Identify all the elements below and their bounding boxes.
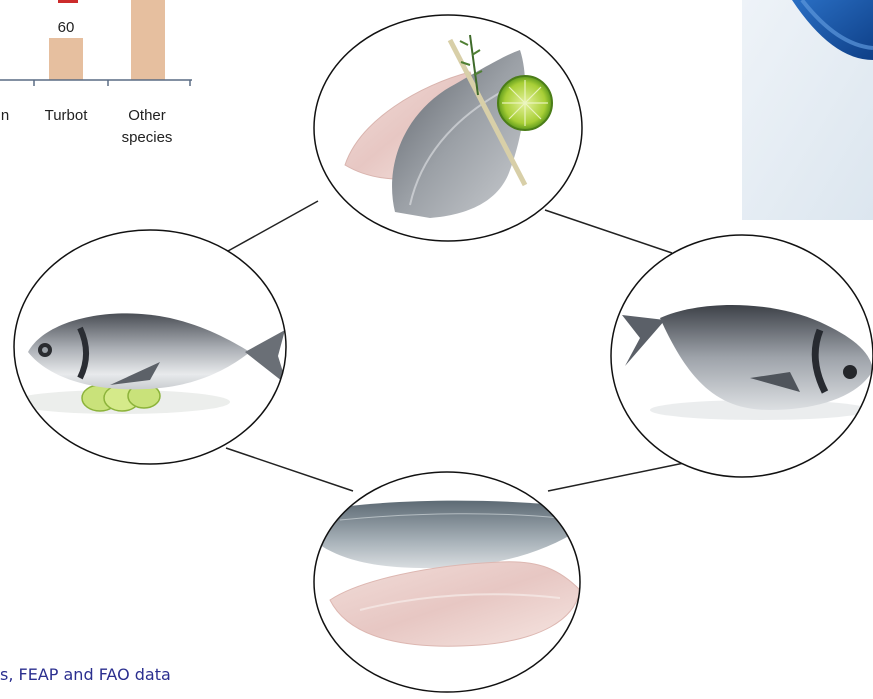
- node-bottom-bass-fillets: [314, 472, 590, 692]
- connector-top-right: [545, 210, 672, 253]
- connector-left-bottom: [226, 448, 353, 491]
- node-right-whole-bream: [611, 235, 873, 477]
- node-left-whole-bream-with-lime: [10, 230, 287, 464]
- source-note: s, FEAP and FAO data: [0, 665, 171, 684]
- connector-top-left: [228, 201, 318, 251]
- node-top-fillet-with-lime: [314, 15, 582, 241]
- connector-right-bottom: [548, 463, 684, 491]
